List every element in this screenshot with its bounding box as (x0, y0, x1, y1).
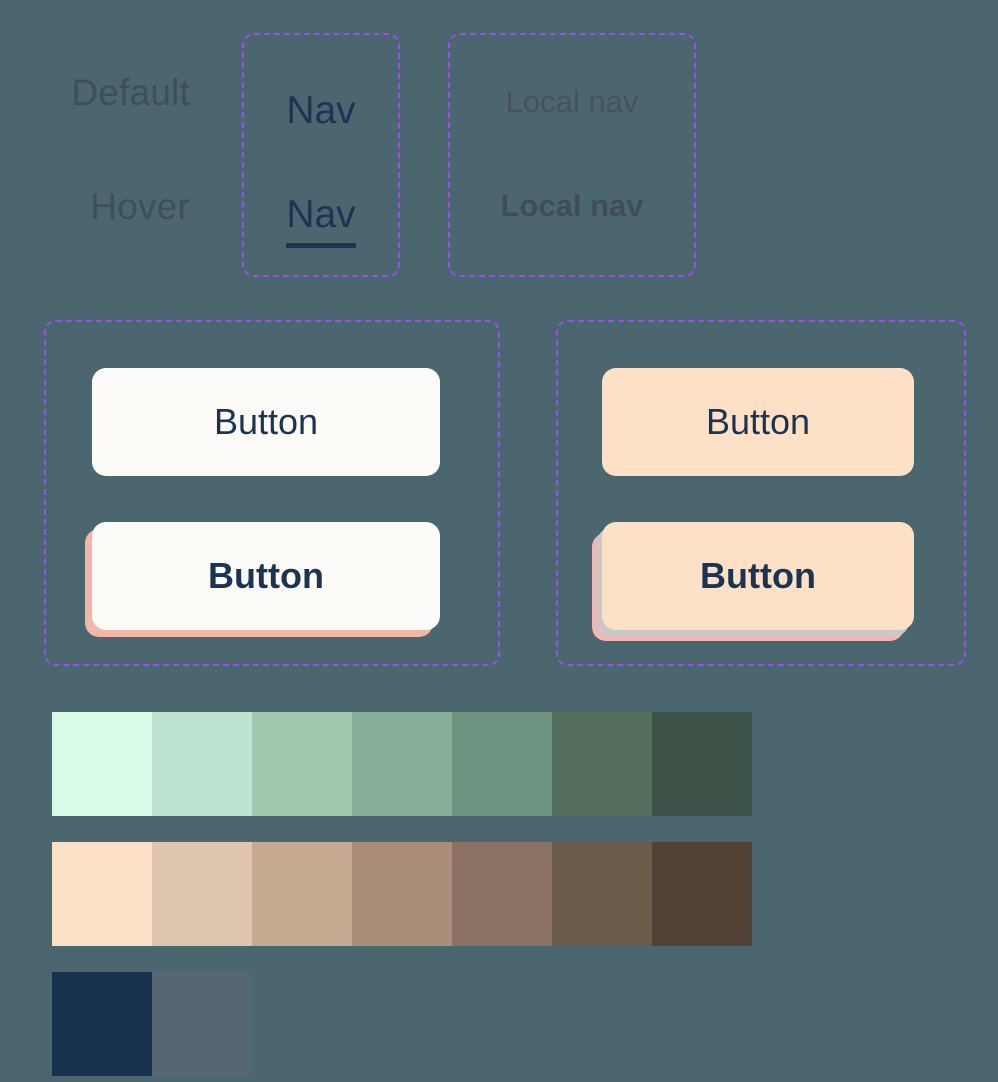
neutral-swatch-2[interactable] (152, 972, 252, 1076)
nav-link-hover[interactable]: Nav (286, 193, 357, 248)
neutral-color-ramp (52, 972, 252, 1076)
tan-swatch-7[interactable] (652, 842, 752, 946)
green-swatch-7[interactable] (652, 712, 752, 816)
nav-hover-cell: Nav (244, 193, 398, 248)
green-swatch-3[interactable] (252, 712, 352, 816)
local-nav-specimen-frame: Local nav Local nav (448, 33, 696, 277)
secondary-button-specimen-frame: Button Button (44, 320, 500, 666)
tan-swatch-4[interactable] (352, 842, 452, 946)
tan-color-ramp (52, 842, 752, 946)
primary-button-default[interactable]: Button (602, 368, 914, 476)
local-nav-link-default[interactable]: Local nav (505, 84, 639, 119)
green-swatch-2[interactable] (152, 712, 252, 816)
nav-default-cell: Nav (244, 91, 398, 130)
nav-link-default[interactable]: Nav (286, 89, 356, 132)
primary-button-hover[interactable]: Button (602, 522, 914, 630)
tan-swatch-3[interactable] (252, 842, 352, 946)
green-swatch-1[interactable] (52, 712, 152, 816)
green-swatch-6[interactable] (552, 712, 652, 816)
nav-specimen-section: Default Hover Nav Nav Local nav Local na… (0, 0, 998, 300)
neutral-swatch-1[interactable] (52, 972, 152, 1076)
tan-swatch-1[interactable] (52, 842, 152, 946)
tan-swatch-6[interactable] (552, 842, 652, 946)
local-nav-default-cell: Local nav (450, 86, 694, 117)
green-swatch-4[interactable] (352, 712, 452, 816)
state-label-hover: Hover (90, 186, 190, 227)
green-color-ramp (52, 712, 752, 816)
secondary-button-default[interactable]: Button (92, 368, 440, 476)
secondary-button-hover[interactable]: Button (92, 522, 440, 630)
local-nav-hover-cell: Local nav (450, 190, 694, 221)
state-label-default: Default (71, 72, 190, 113)
local-nav-link-hover[interactable]: Local nav (500, 188, 644, 223)
primary-button-specimen-frame: Button Button (556, 320, 966, 666)
nav-specimen-frame: Nav Nav (242, 33, 400, 277)
tan-swatch-2[interactable] (152, 842, 252, 946)
green-swatch-5[interactable] (452, 712, 552, 816)
tan-swatch-5[interactable] (452, 842, 552, 946)
